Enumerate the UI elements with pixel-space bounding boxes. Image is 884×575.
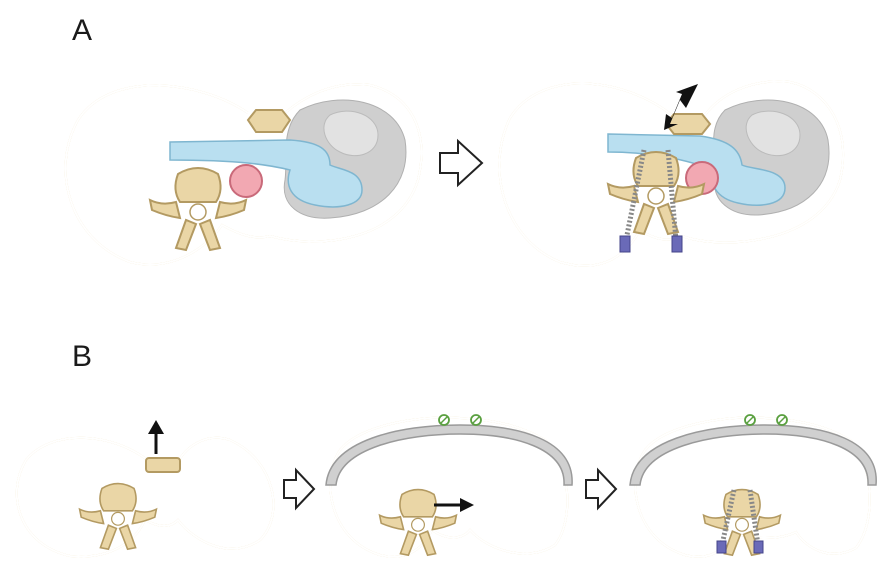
process-arrow-icon [440,141,482,185]
black-arrow-icon [434,498,474,512]
sternum [146,458,180,472]
chest-wall [17,438,274,557]
panel-a-before [66,84,422,264]
process-arrow-icon [586,470,616,508]
vertebra [704,490,781,556]
black-arrow-icon [148,420,164,454]
vertebra [80,484,157,550]
panel-b-step2 [326,415,572,557]
vertebra [608,152,704,234]
vertebra [380,490,457,556]
process-arrow-icon [284,470,314,508]
panel-b-step1 [17,420,274,557]
sternum [248,110,290,132]
aorta [230,165,262,197]
panel-b-step3 [630,415,876,557]
panel-a-after [499,81,843,265]
